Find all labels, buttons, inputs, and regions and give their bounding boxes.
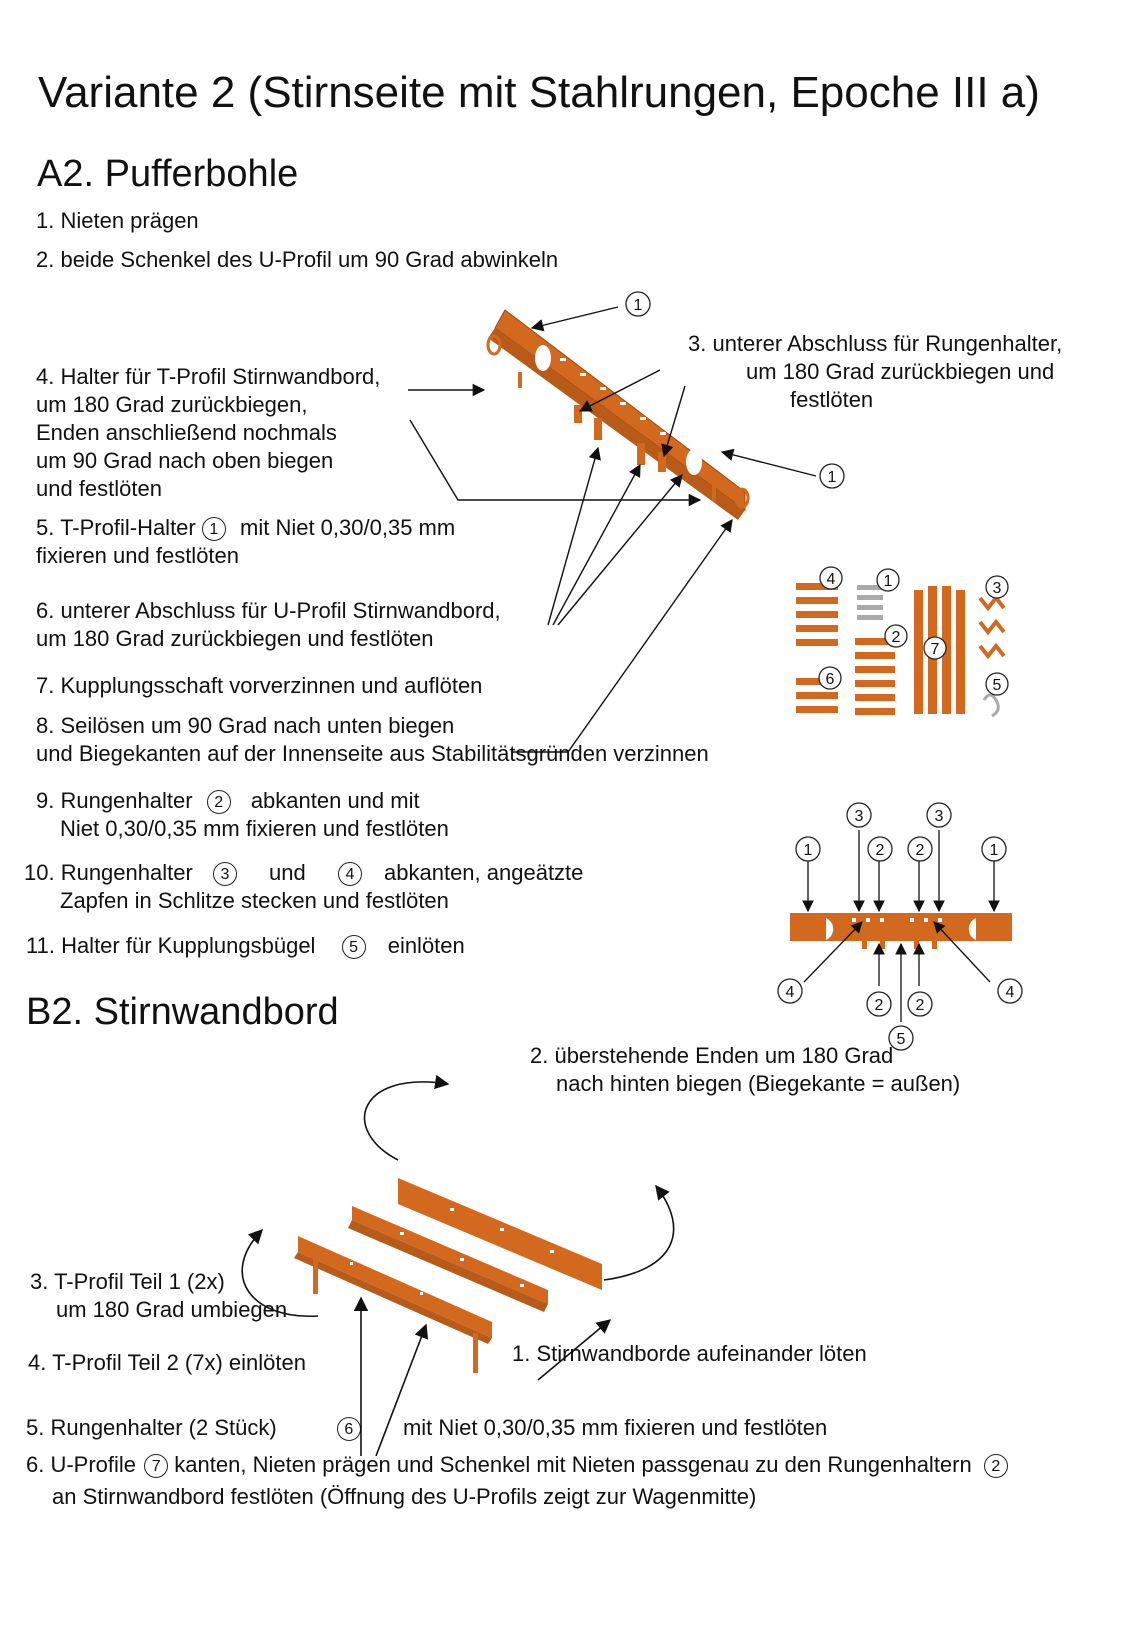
svg-text:1: 1 bbox=[804, 842, 813, 859]
svg-text:6: 6 bbox=[826, 671, 835, 688]
a-step-4-line-2: um 180 Grad zurückbiegen, bbox=[36, 392, 308, 417]
a-step-11: 11. Halter für Kupplungsbügel 5 einlöten bbox=[26, 931, 465, 960]
a-step-9-text-b: abkanten und mit bbox=[250, 788, 420, 813]
svg-text:2: 2 bbox=[875, 997, 884, 1014]
a-step-10-text-c: abkanten, angeätzte bbox=[384, 860, 584, 885]
front-view-arrows bbox=[802, 830, 1000, 1022]
b-step-3-line-1: 3. T-Profil Teil 1 (2x) bbox=[30, 1269, 225, 1294]
section-b-heading: B2. Stirnwandbord bbox=[26, 991, 339, 1033]
a2-arrows bbox=[408, 306, 817, 753]
svg-text:1: 1 bbox=[634, 297, 643, 314]
a-step-4-line-5: und festlöten bbox=[36, 476, 162, 501]
b-step-4: 4. T-Profil Teil 2 (7x) einlöten bbox=[28, 1350, 306, 1375]
stirnwandbord-drawing bbox=[294, 1178, 602, 1373]
svg-text:3: 3 bbox=[855, 808, 864, 825]
marker-4: 4 bbox=[337, 862, 362, 887]
svg-text:4: 4 bbox=[827, 571, 836, 588]
a-step-4-line-1: 4. Halter für T-Profil Stirnwandbord, bbox=[36, 364, 381, 389]
svg-text:2: 2 bbox=[876, 842, 885, 859]
svg-text:2: 2 bbox=[892, 629, 901, 646]
a-step-5-text-a: 5. T-Profil-Halter bbox=[36, 515, 196, 540]
svg-text:4: 4 bbox=[1006, 984, 1015, 1001]
a-step-9-text-a: 9. Rungenhalter bbox=[36, 788, 193, 813]
front-view-markers: 3 3 1 2 2 1 4 4 2 2 5 bbox=[777, 802, 1023, 1051]
svg-text:1: 1 bbox=[884, 573, 893, 590]
a-step-10-line-2: Zapfen in Schlitze stecken und festlöten bbox=[60, 888, 449, 913]
a-step-10-line-1: 10. Rungenhalter 3 und 4 abkanten, angeä… bbox=[24, 858, 583, 887]
a-step-11-text-b: einlöten bbox=[387, 933, 465, 958]
a-step-8-line-2: und Biegekanten auf der Innenseite aus S… bbox=[36, 741, 709, 766]
a-step-3-line-2: um 180 Grad zurückbiegen und bbox=[746, 359, 1055, 384]
svg-text:5: 5 bbox=[993, 677, 1002, 694]
a-step-9-line-1: 9. Rungenhalter 2 abkanten und mit bbox=[36, 786, 420, 815]
a-step-3-line-1: 3. unterer Abschluss für Rungenhalter, bbox=[688, 331, 1063, 356]
a-step-4-line-4: um 90 Grad nach oben biegen bbox=[36, 448, 334, 473]
svg-text:1: 1 bbox=[990, 842, 999, 859]
a-step-11-text-a: 11. Halter für Kupplungsbügel bbox=[26, 933, 316, 958]
marker-1: 1 bbox=[201, 517, 226, 542]
a-step-9-line-2: Niet 0,30/0,35 mm fixieren und festlöten bbox=[60, 816, 449, 841]
a-step-8-line-1: 8. Seilösen um 90 Grad nach unten biegen bbox=[36, 713, 455, 738]
svg-text:3: 3 bbox=[935, 808, 944, 825]
a-step-4-line-3: Enden anschließend nochmals bbox=[36, 420, 337, 445]
a2-markers: 1 1 bbox=[625, 291, 845, 489]
b-step-5: 5. Rungenhalter (2 Stück) 6 mit Niet 0,3… bbox=[26, 1413, 827, 1442]
b-step-6-line-1: 6. U-Profile 7 kanten, Nieten prägen und… bbox=[26, 1450, 1008, 1479]
marker-3: 3 bbox=[212, 862, 237, 887]
b-step-2-line-2: nach hinten biegen (Biegekante = außen) bbox=[556, 1071, 961, 1096]
svg-text:5: 5 bbox=[897, 1031, 906, 1048]
b-step-6-text-b: kanten, Nieten prägen und Schenkel mit N… bbox=[174, 1452, 972, 1477]
beam-front-view-drawing bbox=[790, 913, 1012, 949]
svg-text:4: 4 bbox=[786, 984, 795, 1001]
marker-5: 5 bbox=[341, 935, 366, 960]
b-step-5-text-a: 5. Rungenhalter (2 Stück) bbox=[26, 1415, 277, 1440]
b-step-5-text-b: mit Niet 0,30/0,35 mm fixieren und festl… bbox=[402, 1415, 828, 1440]
marker-2: 2 bbox=[206, 790, 231, 815]
svg-text:2: 2 bbox=[916, 997, 925, 1014]
a-step-5-line-2: fixieren und festlöten bbox=[36, 543, 240, 568]
a-step-6-line-1: 6. unterer Abschluss für U-Profil Stirnw… bbox=[36, 598, 501, 623]
marker-2: 2 bbox=[983, 1454, 1008, 1479]
a-step-10-text-a: 10. Rungenhalter bbox=[24, 860, 193, 885]
b-step-1: 1. Stirnwandborde aufeinander löten bbox=[512, 1341, 867, 1366]
parts-sheet-drawing: 4 1 3 2 7 6 5 bbox=[796, 566, 1009, 718]
b-step-2-line-1: 2. überstehende Enden um 180 Grad bbox=[530, 1043, 894, 1068]
svg-text:3: 3 bbox=[993, 580, 1002, 597]
a-step-5-line-1: 5. T-Profil-Halter 1 mit Niet 0,30/0,35 … bbox=[36, 513, 455, 542]
marker-7: 7 bbox=[144, 1454, 169, 1479]
b-step-3-line-2: um 180 Grad umbiegen bbox=[56, 1297, 288, 1322]
a-step-3-line-3: festlöten bbox=[790, 387, 874, 412]
svg-text:2: 2 bbox=[916, 842, 925, 859]
b2-arrows bbox=[241, 1074, 675, 1457]
a-step-5-text-b: mit Niet 0,30/0,35 mm bbox=[240, 515, 456, 540]
svg-text:1: 1 bbox=[828, 469, 837, 486]
a-step-1: 1. Nieten prägen bbox=[36, 208, 199, 233]
a-step-10-text-b: und bbox=[269, 860, 306, 885]
section-a-heading: A2. Pufferbohle bbox=[37, 153, 299, 195]
page-title: Variante 2 (Stirnseite mit Stahlrungen, … bbox=[38, 68, 1040, 117]
svg-text:7: 7 bbox=[931, 641, 940, 658]
a-step-2: 2. beide Schenkel des U-Profil um 90 Gra… bbox=[36, 247, 559, 272]
buffer-beam-drawing bbox=[486, 309, 750, 520]
a-step-7: 7. Kupplungsschaft vorverzinnen und aufl… bbox=[36, 673, 483, 698]
a-step-6-line-2: um 180 Grad zurückbiegen und festlöten bbox=[36, 626, 434, 651]
b-step-6-text-a: 6. U-Profile bbox=[26, 1452, 137, 1477]
b-step-6-line-2: an Stirnwandbord festlöten (Öffnung des … bbox=[52, 1484, 757, 1509]
